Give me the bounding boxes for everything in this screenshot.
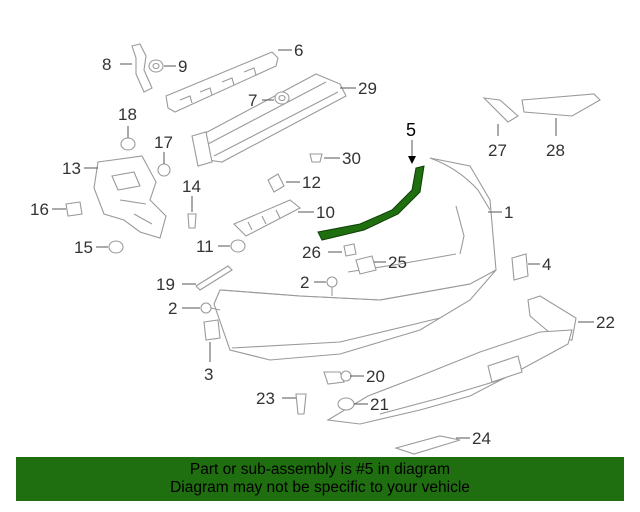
- part-25-bracket: [355, 255, 377, 275]
- part-2-screw-upper: [326, 276, 338, 296]
- part-3-bracket: [203, 319, 221, 362]
- callout-7: 7: [248, 91, 257, 110]
- banner-line-disclaimer: Diagram may not be specific to your vehi…: [170, 479, 470, 496]
- part-12-bracket: [267, 173, 285, 193]
- callout-22: 22: [596, 313, 615, 332]
- callout-30: 30: [342, 149, 361, 168]
- part-13-side-bracket: [93, 155, 167, 239]
- callout-16: 16: [30, 200, 49, 219]
- part-24-strip: [394, 435, 461, 455]
- callout-29: 29: [358, 79, 377, 98]
- part-7-nut: [274, 91, 290, 105]
- callout-4: 4: [542, 255, 551, 274]
- part-21-grommet: [337, 397, 355, 411]
- leader-5-arrow: [408, 156, 416, 164]
- part-lower-valance: [326, 329, 573, 425]
- callout-10: 10: [316, 203, 335, 222]
- callout-14: 14: [182, 177, 201, 196]
- callout-18: 18: [118, 105, 137, 124]
- part-29-bumper-beam: [191, 73, 347, 167]
- part-11-nut: [230, 239, 246, 253]
- callout-28: 28: [546, 141, 565, 160]
- part-28-reflector: [521, 93, 601, 136]
- part-14-screw: [187, 196, 197, 229]
- part-27-reflector: [482, 97, 519, 136]
- part-17-clip: [157, 152, 171, 177]
- callout-13: 13: [62, 159, 81, 178]
- callout-19: 19: [156, 275, 175, 294]
- part-6-reinforcement: [165, 51, 279, 113]
- callout-26: 26: [302, 243, 321, 262]
- callout-24: 24: [472, 429, 491, 448]
- callout-2-lower: 2: [168, 299, 177, 318]
- callout-5: 5: [406, 120, 416, 140]
- callout-6: 6: [294, 41, 303, 60]
- callout-12: 12: [302, 173, 321, 192]
- part-16-clip: [65, 201, 83, 217]
- callout-23: 23: [256, 389, 275, 408]
- callout-15: 15: [74, 238, 93, 257]
- part-26-clip: [343, 243, 357, 257]
- part-19-strip: [195, 265, 233, 291]
- callout-17: 17: [154, 133, 173, 152]
- callout-21: 21: [370, 395, 389, 414]
- part-18-grommet: [120, 126, 136, 151]
- part-info-banner: Part or sub-assembly is #5 in diagram Di…: [16, 457, 624, 501]
- callout-2-upper: 2: [300, 273, 309, 292]
- part-9-nut: [148, 59, 164, 73]
- callout-20: 20: [366, 367, 385, 386]
- part-22-diffuser-bracket: [527, 295, 577, 341]
- callout-8: 8: [102, 55, 111, 74]
- part-2-screw-lower: [200, 302, 221, 314]
- part-4-clip: [511, 253, 529, 281]
- part-15-nut: [108, 240, 124, 254]
- part-30-screw: [309, 153, 323, 163]
- callout-3: 3: [204, 365, 213, 384]
- callout-25: 25: [388, 253, 407, 272]
- part-20-clip: [323, 370, 352, 385]
- parts-diagram: 6 8 9 29 7 18 17 14 13 16 15 11 10 12 30…: [30, 41, 615, 455]
- part-8-bracket: [131, 43, 153, 93]
- part-23-bolt: [295, 393, 307, 415]
- banner-line-part: Part or sub-assembly is #5 in diagram: [189, 461, 451, 478]
- callout-11: 11: [196, 237, 214, 256]
- callout-9: 9: [178, 57, 187, 76]
- callout-27: 27: [488, 141, 507, 160]
- callout-1: 1: [504, 203, 513, 222]
- part-10-guide-bracket: [233, 199, 302, 237]
- part-5-highlighted-trim: [317, 165, 425, 241]
- part-1-bumper-cover: [213, 157, 497, 361]
